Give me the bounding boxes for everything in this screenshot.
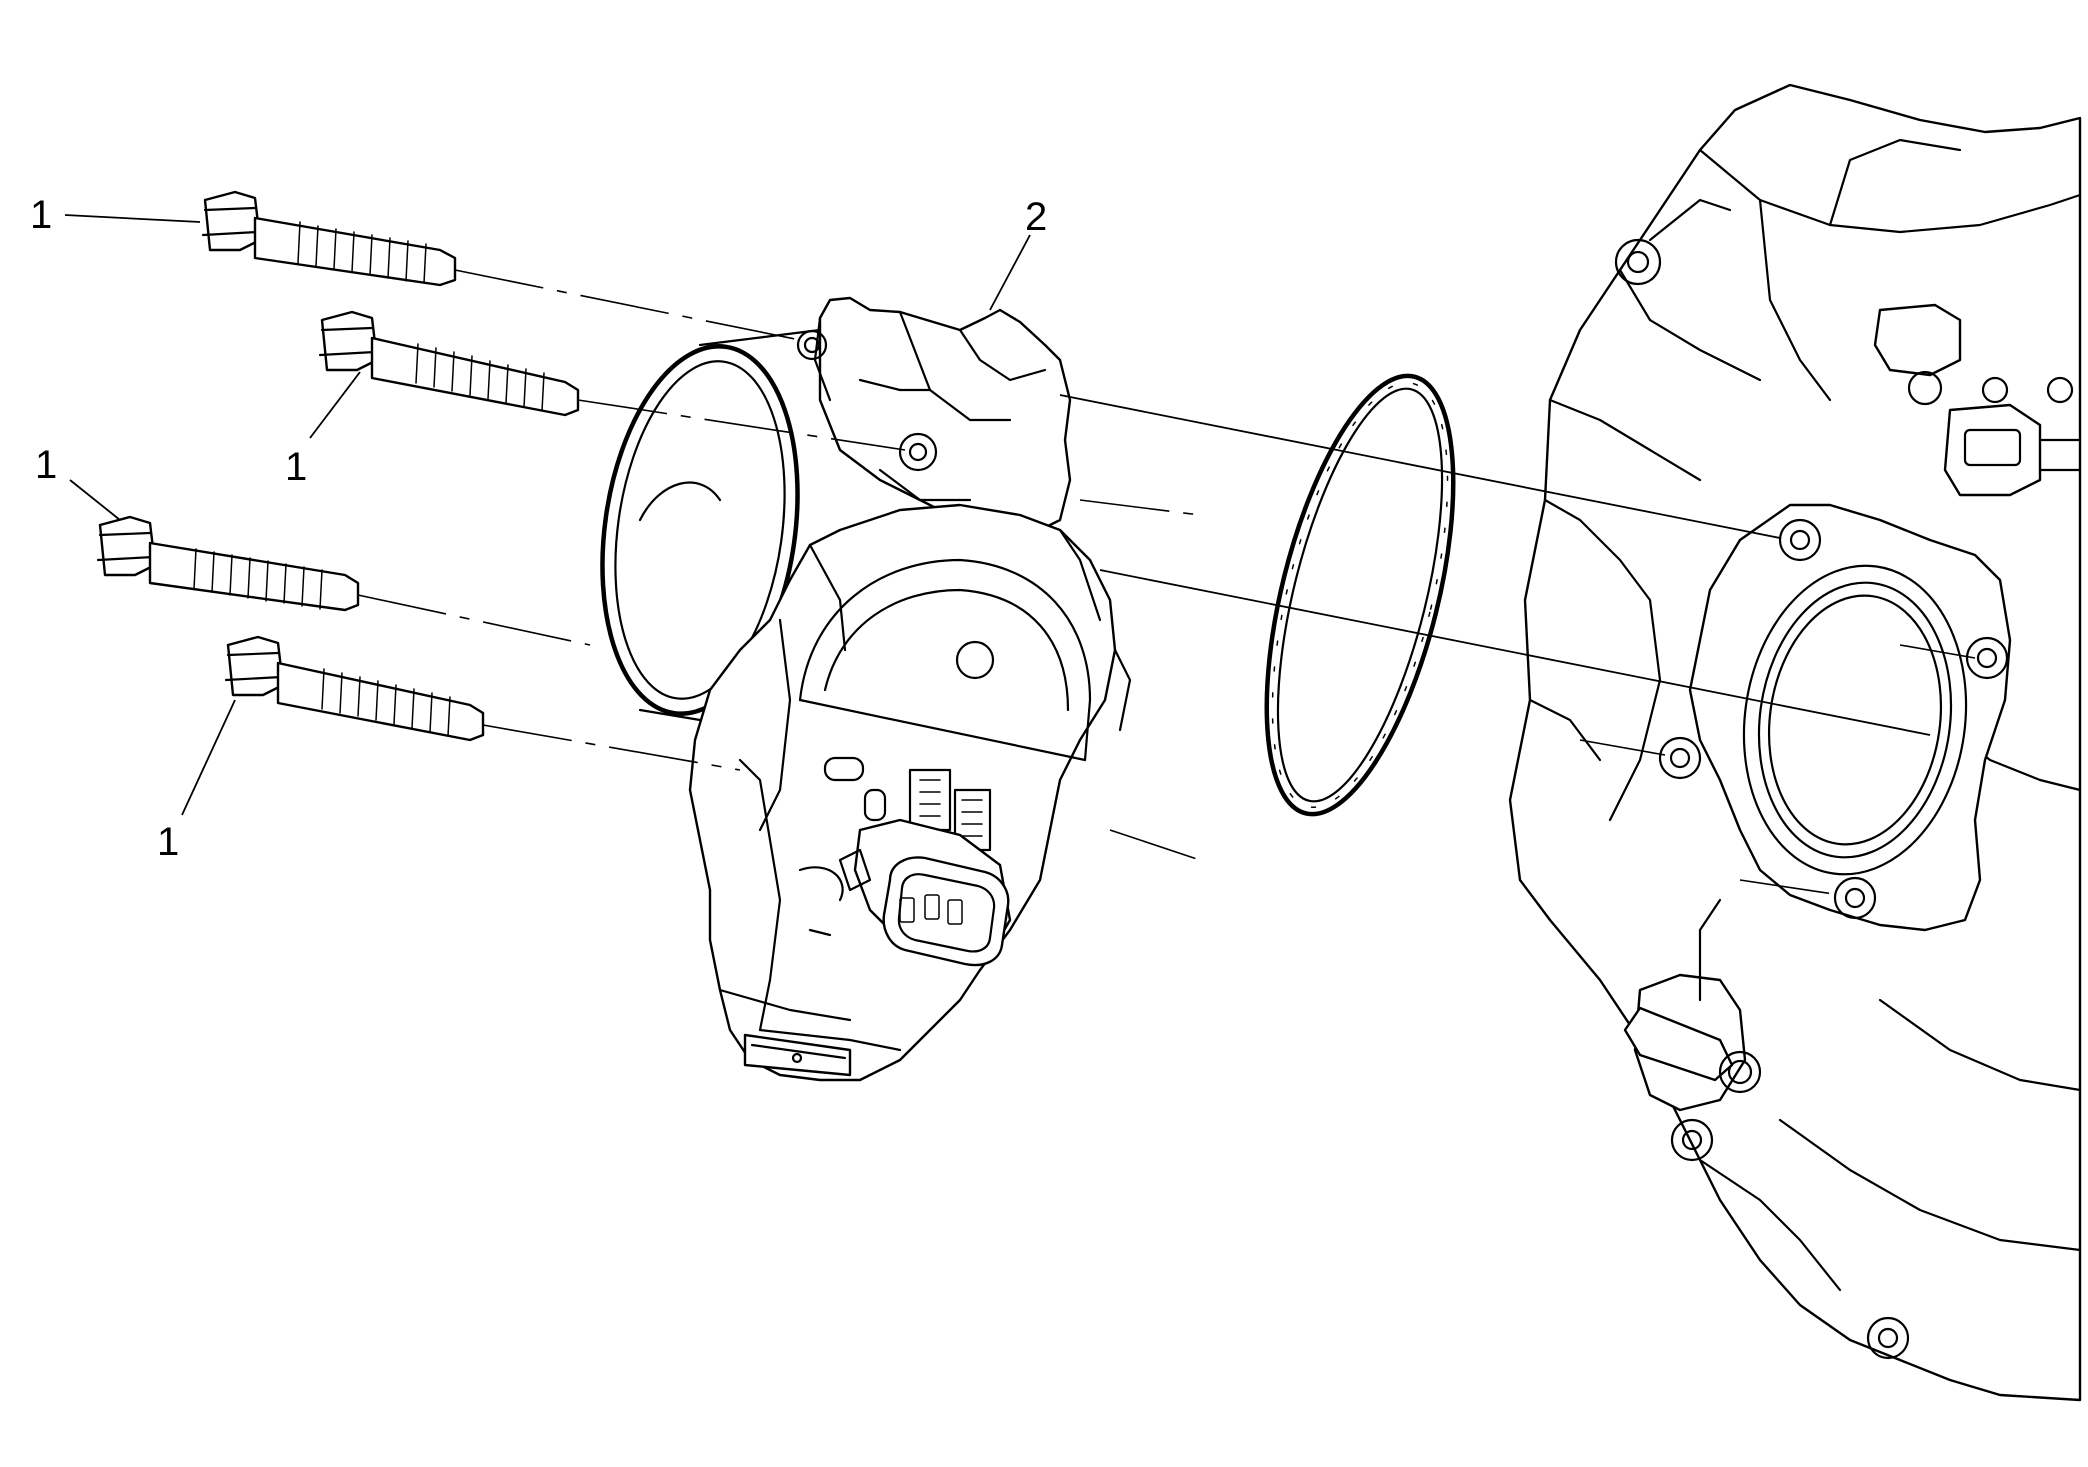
gasket-icon (1264, 373, 1456, 817)
bolt-a (201, 190, 457, 287)
callout-bolt-1d: 1 (157, 820, 179, 864)
callout-labels: 1 1 1 1 2 (30, 193, 1047, 864)
leader-lines (64, 214, 1031, 816)
callout-bolt-1a: 1 (30, 193, 52, 237)
throttle-body-icon (600, 296, 1132, 1082)
callout-bolt-1c: 1 (35, 443, 57, 487)
callout-bolt-1b: 1 (285, 445, 307, 489)
bolt-b (318, 310, 580, 417)
alignment-lines (357, 269, 1976, 896)
bolt-c (96, 515, 360, 612)
callout-throttle-body: 2 (1025, 195, 1047, 239)
bolt-icon (96, 190, 580, 742)
intake-manifold-icon (1508, 83, 2082, 1402)
bolt-d (224, 635, 485, 742)
